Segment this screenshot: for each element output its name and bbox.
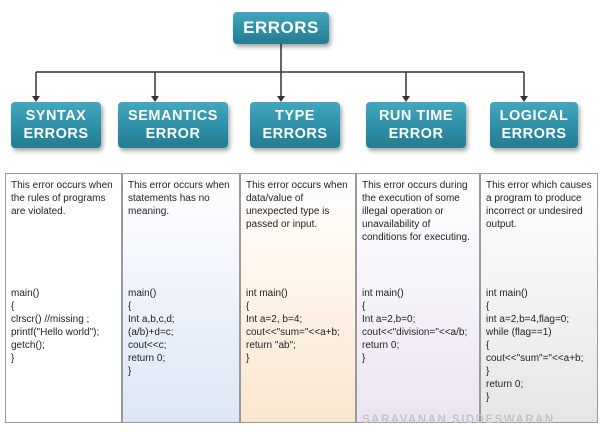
type-column: This error occurs when data/value of une… [240,173,356,423]
type-errors-box: TYPE ERRORS [250,102,340,148]
semantics-error-box: SEMANTICS ERROR [118,102,228,148]
code-line: cout<<"sum="<<a+b; [246,327,340,338]
syntax-column: This error occurs when the rules of prog… [5,173,122,423]
code-line: cout<<"sum"="<<a+b; [486,353,584,364]
semantics-description: This error occurs when statements has no… [128,180,230,217]
code-line: (a/b)+d=c; [128,327,174,338]
code-line: cout<<"division="<<a/b; [362,327,468,338]
code-line: { [486,301,490,312]
code-line: main() [128,288,157,299]
code-line: } [486,392,490,403]
code-line: { [486,340,490,351]
arrow-runtime [402,96,410,102]
code-line: { [362,301,366,312]
runtime-description: This error occurs during the execution o… [362,180,470,243]
type-code: int main() { Int a=2, b=4; cout<<"sum="<<a+… [246,287,350,365]
runtime-error-box: RUN TIME ERROR [366,102,466,148]
syntax-code: main() { clrscr() //missing ; printf("Hello… [11,287,116,365]
code-line: int main() [486,288,528,299]
arrow-semantics [151,96,159,102]
code-line: Int a=2,b=0; [362,314,416,325]
runtime-column: This error occurs during the execution o… [356,173,480,423]
code-line: return 0; [128,353,166,364]
code-line: { [11,301,15,312]
arrow-type [277,96,285,102]
logical-description: This error which causes a program to pro… [486,180,592,230]
code-line: return 0; [362,340,400,351]
code-line: cout<<c; [128,340,167,351]
logical-errors-box: LOGICAL ERRORS [490,102,578,148]
semantics-code: main() { Int a,b,c,d; (a/b)+d=c; cout<<c; ret… [128,287,234,378]
syntax-description: This error occurs when the rules of prog… [11,180,113,217]
syntax-errors-box: SYNTAX ERRORS [11,102,101,148]
arrow-logical [520,96,528,102]
code-line: printf("Hello world"); [11,327,100,338]
code-line: int a=2,b=4,flag=0; [486,314,570,325]
code-line: return 0; [486,379,524,390]
code-line: } [486,366,490,377]
watermark: SARAVANAN SIDDESWARAN [362,414,555,426]
type-description: This error occurs when data/value of une… [246,180,348,230]
code-line: main() [11,288,40,299]
code-line: Int a,b,c,d; [128,314,175,325]
code-line: int main() [246,288,288,299]
code-line: } [128,366,132,377]
root-errors-box: ERRORS [233,12,329,44]
code-line: } [362,353,366,364]
arrow-syntax [32,96,40,102]
code-line: Int a=2, b=4; [246,314,303,325]
semantics-column: This error occurs when statements has no… [122,173,240,423]
code-line: while (flag==1) [486,327,552,338]
code-line: clrscr() //missing ; [11,314,90,325]
code-line: return "ab"; [246,340,296,351]
code-line: } [11,353,15,364]
code-line: getch(); [11,340,45,351]
logical-code: int main() { int a=2,b=4,flag=0; while (fla… [486,287,592,404]
runtime-code: int main() { Int a=2,b=0; cout<<"division="… [362,287,474,365]
code-line: { [246,301,250,312]
code-line: int main() [362,288,404,299]
logical-column: This error which causes a program to pro… [480,173,598,423]
code-line: { [128,301,132,312]
code-line: } [246,353,250,364]
